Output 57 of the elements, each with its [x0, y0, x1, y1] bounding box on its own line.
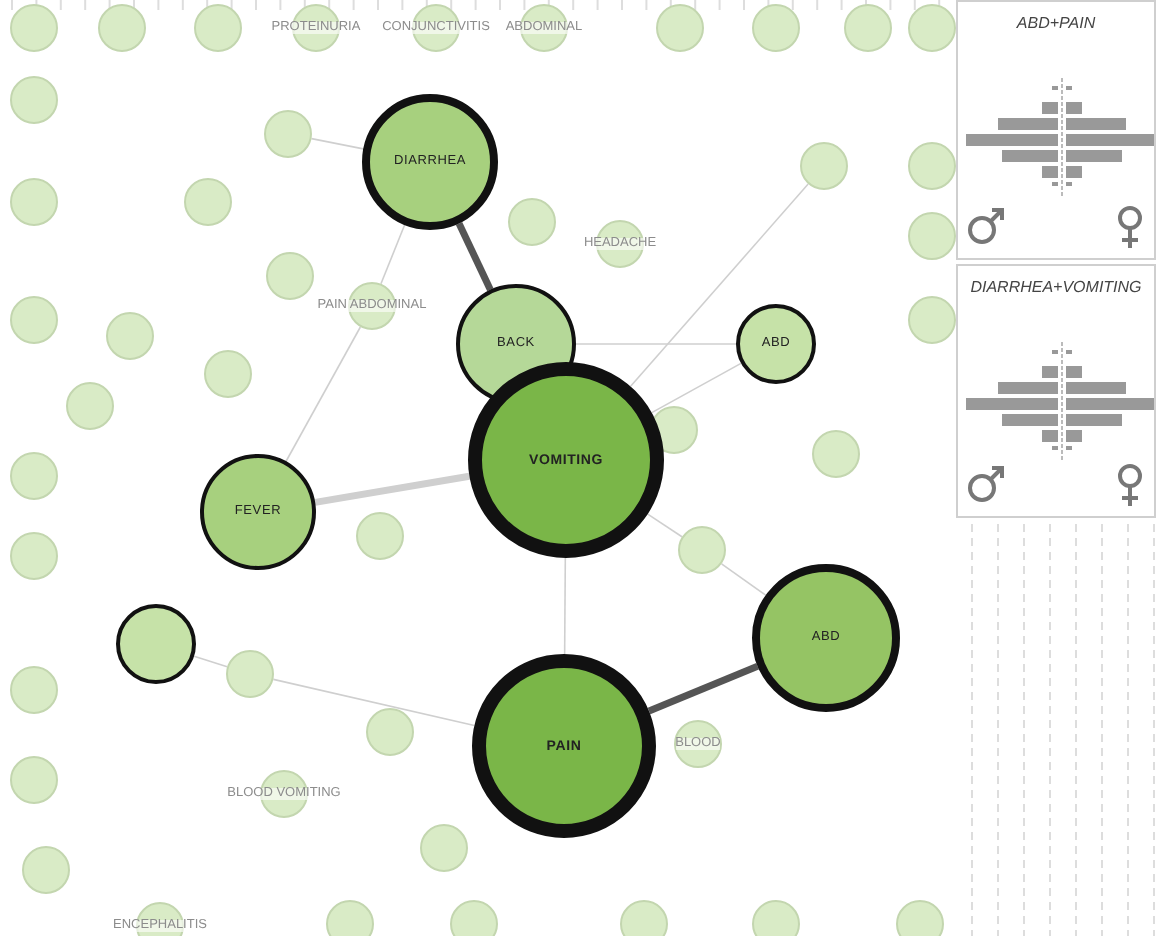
node-circle: [736, 304, 816, 384]
node-circle: [10, 756, 58, 804]
node-circle: [106, 312, 154, 360]
connector-line: [314, 472, 470, 506]
node-circle: [22, 846, 70, 894]
node-circle: [752, 900, 800, 936]
connector-line: [646, 513, 683, 538]
node-circle: [908, 212, 956, 260]
node-circle: [10, 666, 58, 714]
node-circle: [10, 296, 58, 344]
connector-line: [193, 655, 228, 668]
connector-line: [563, 557, 567, 655]
node-circle: [10, 532, 58, 580]
node-circle: [184, 178, 232, 226]
connector-line: [455, 222, 494, 292]
node-circle: [66, 382, 114, 430]
node-circle: [266, 252, 314, 300]
node-circle: [908, 142, 956, 190]
node-circle: [10, 4, 58, 52]
node-circle: [326, 900, 374, 936]
chart-panel: [956, 264, 1156, 518]
node-circle: [204, 350, 252, 398]
node-circle: [116, 604, 196, 684]
node-circle: [752, 4, 800, 52]
node-circle: [450, 900, 498, 936]
node-circle: [800, 142, 848, 190]
node-circle: [366, 708, 414, 756]
panel-title: ABD+PAIN: [1014, 14, 1098, 32]
node-circle: [678, 526, 726, 574]
connector-line: [629, 183, 809, 388]
node-circle: [98, 4, 146, 52]
node-circle: [10, 452, 58, 500]
node-circle: [620, 900, 668, 936]
connector-line: [575, 343, 737, 345]
connector-line: [651, 362, 742, 414]
node-circle: [420, 824, 468, 872]
node-circle: [656, 4, 704, 52]
chart-panel: [956, 0, 1156, 260]
node-circle: [264, 110, 312, 158]
node-circle: [508, 198, 556, 246]
node-circle: [896, 900, 944, 936]
connector-line: [720, 563, 767, 596]
node-circle: [812, 430, 860, 478]
connector-line: [272, 678, 476, 727]
node-circle: [194, 4, 242, 52]
connector-line: [285, 326, 362, 463]
connector-line: [310, 137, 365, 150]
connector-line: [647, 662, 759, 715]
node-circle: [356, 512, 404, 560]
node-circle: [10, 76, 58, 124]
node-circle: [844, 4, 892, 52]
panel-title: DIARRHEA+VOMITING: [968, 278, 1144, 296]
node-circle: [908, 296, 956, 344]
node-circle: [226, 650, 274, 698]
connector-line: [380, 224, 406, 285]
node-circle: [10, 178, 58, 226]
node-circle: [908, 4, 956, 52]
